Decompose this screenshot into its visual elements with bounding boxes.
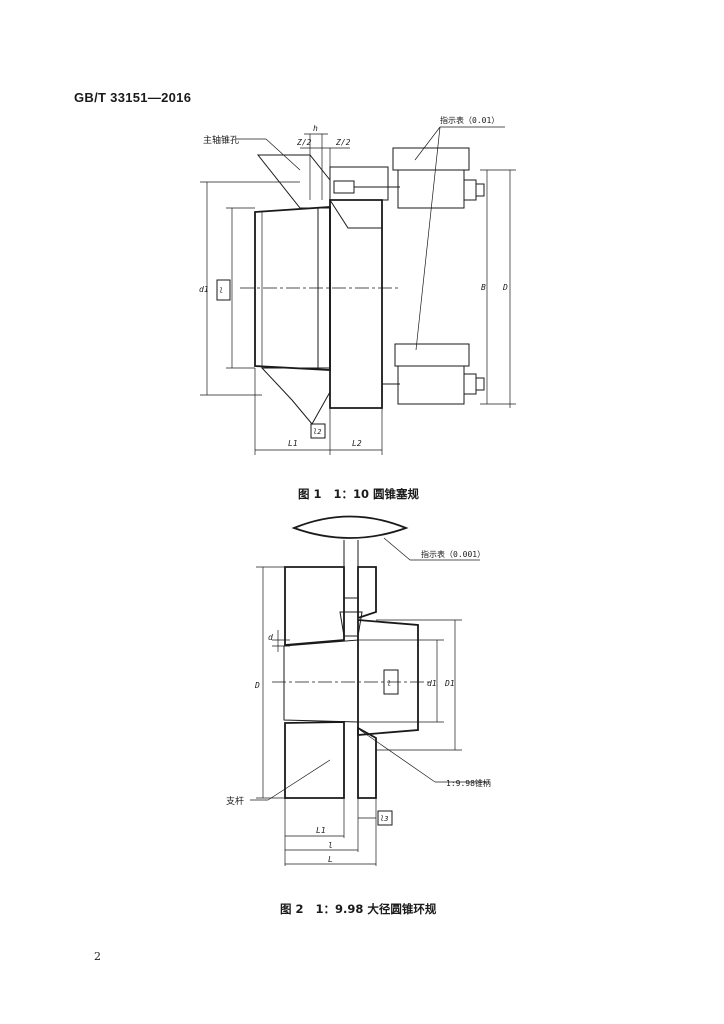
l2-box <box>310 423 326 439</box>
ring-upper-left <box>284 566 345 646</box>
indicator-bottom-body <box>397 365 465 405</box>
indicator-arm-top <box>329 166 389 201</box>
label-D1-fig2: D1 <box>444 679 455 688</box>
label-spindle-bore: 主轴锥孔 <box>203 134 239 146</box>
label-z2-left: Z/2 <box>296 138 312 147</box>
indicator-bottom-dial <box>394 343 470 367</box>
label-d: d <box>268 633 273 642</box>
label-D: D <box>502 283 508 292</box>
label-l-box-fig2: l <box>387 680 391 688</box>
label-L-dim: L <box>328 855 333 864</box>
label-indicator-2: 指示表（0.001） <box>421 549 485 559</box>
label-l3-box: l3 <box>380 815 388 823</box>
spindle-housing-lower <box>260 367 331 425</box>
label-d1: d1 <box>199 285 209 294</box>
indicator-top-body <box>397 169 465 209</box>
plug-head <box>329 199 383 409</box>
label-h: h <box>313 124 318 133</box>
label-L1-dim: L1 <box>316 826 326 835</box>
indicator-lens <box>291 515 409 539</box>
label-z2-right: Z/2 <box>335 138 351 147</box>
label-l-box: l <box>219 287 223 295</box>
label-taper-shank: 1:9.98锥柄 <box>446 778 491 788</box>
label-support-rod: 支杆 <box>226 795 244 807</box>
standard-code: GB/T 33151—2016 <box>74 90 192 105</box>
ring-lower-left <box>284 721 345 799</box>
label-D-fig2: D <box>254 681 260 690</box>
label-B: B <box>481 283 486 292</box>
taper-shank <box>283 639 359 723</box>
label-l-dim: l <box>328 841 333 850</box>
figure1-drawing: 主轴锥孔 指示表（0.01） h Z/2 Z/2 d1 l B D l2 L1 … <box>199 115 516 455</box>
label-L2: L2 <box>352 439 362 448</box>
figure1-caption: 图 1 1：10 圆锥塞规 <box>298 487 420 501</box>
label-d1-fig2: d1 <box>427 679 437 688</box>
ring-upper-right <box>357 566 377 620</box>
l3-box <box>377 810 393 826</box>
indicator-top-dial <box>392 147 470 171</box>
label-L1: L1 <box>288 439 298 448</box>
l-box-fig2 <box>383 669 399 695</box>
label-indicator-1: 指示表（0.01） <box>440 115 499 125</box>
taper-shank-right <box>357 619 419 736</box>
label-l2-box: l2 <box>313 428 321 436</box>
spindle-housing-upper <box>256 154 331 209</box>
figure2-caption: 图 2 1：9.98 大径圆锥环规 <box>280 902 437 916</box>
d-box <box>216 279 231 301</box>
figure2-drawing: 指示表（0.001） d D l d1 D1 1:9.98锥柄 支杆 l3 L1… <box>226 515 491 866</box>
page-number: 2 <box>94 950 101 963</box>
taper-plug-body <box>254 206 331 371</box>
ring-lower-right <box>357 726 377 799</box>
